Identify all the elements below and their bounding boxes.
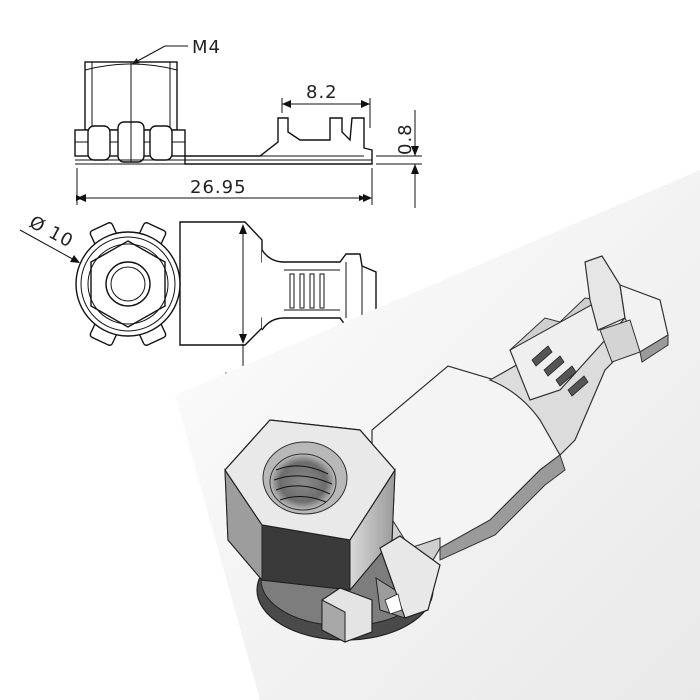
top-view: Ø 10 xyxy=(19,212,377,346)
length-dimension: 26.95 xyxy=(76,168,373,205)
tab-width-label: 8.2 xyxy=(306,82,338,103)
thread-callout: M4 xyxy=(131,37,221,65)
diameter-label: Ø 10 xyxy=(26,212,77,253)
tab-width-dimension: 8.2 xyxy=(281,82,371,128)
side-view xyxy=(74,61,373,165)
thickness-label: 0.8 xyxy=(395,123,416,155)
isometric-render xyxy=(175,170,700,700)
thread-label: M4 xyxy=(192,37,221,58)
length-label: 26.95 xyxy=(190,177,247,198)
thickness-dimension: 0.8 xyxy=(376,110,422,208)
